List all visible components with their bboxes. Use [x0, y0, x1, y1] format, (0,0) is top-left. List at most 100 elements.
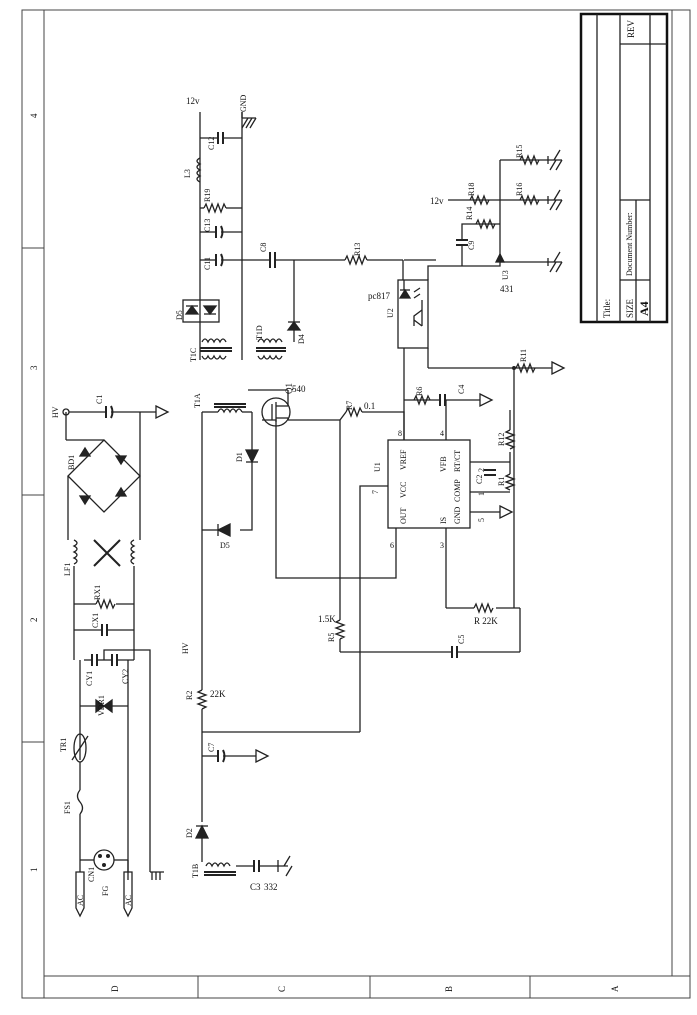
label-cy2: CY2	[121, 669, 130, 684]
page-border	[21, 9, 691, 999]
label-r12: R12	[497, 433, 506, 446]
row-number: 4	[29, 113, 39, 118]
size-value: A4	[637, 301, 651, 316]
label-c8: C8	[259, 243, 268, 252]
label-r13: R13	[353, 243, 362, 256]
label-c4: C4	[457, 385, 466, 394]
label-c11: C11	[203, 257, 212, 270]
label-lf1: LF1	[63, 563, 72, 576]
label-r2-value: 22K	[210, 689, 226, 699]
feedback-section	[397, 149, 563, 400]
row-number: 1	[29, 868, 39, 873]
net-ac-2: AC	[124, 895, 133, 906]
label-r7-value: 0.1	[364, 401, 375, 411]
title-block: Title: SIZE A4 Document Number: REV	[579, 12, 669, 324]
label-r11: R11	[519, 349, 528, 362]
label-d5-mid: D5	[220, 541, 230, 550]
label-tr1: TR1	[59, 738, 68, 752]
col-letters: D C B A	[110, 985, 620, 992]
pin-vref: VREF	[399, 449, 408, 470]
label-vdr1: VDR1	[97, 695, 106, 716]
label-rx1: RX1	[93, 585, 102, 600]
label-r1: R1	[497, 477, 506, 486]
label-d2: D2	[185, 828, 194, 838]
pin-gnd: GND	[453, 506, 462, 524]
net-12v: 12v	[186, 96, 200, 106]
pin-3: 3	[440, 541, 444, 550]
label-c3: C3	[250, 882, 261, 892]
label-r16: R16	[515, 183, 524, 196]
row-numbers: 4 3 2 1	[29, 113, 39, 872]
secondary-output-section	[182, 112, 404, 360]
pin-2: 2	[477, 468, 486, 472]
label-t1a: T1A	[193, 393, 202, 408]
label-r14: R14	[465, 207, 474, 220]
label-t1c: T1C	[189, 348, 198, 362]
pin-5: 5	[477, 518, 486, 522]
label-d4: D4	[297, 334, 306, 344]
col-letter: D	[110, 985, 120, 992]
label-q1: Q1	[284, 383, 294, 394]
label-fg: FG	[101, 886, 110, 896]
label-r22k: R 22K	[474, 616, 498, 626]
label-r5-value: 1.5K	[318, 614, 336, 624]
pin-vfb: VFB	[439, 456, 448, 472]
label-cx1: CX1	[91, 613, 100, 628]
label-c2: C2	[475, 475, 484, 484]
col-letter: C	[277, 986, 287, 992]
label-fs1: FS1	[63, 801, 72, 814]
label-u3: U3	[501, 270, 510, 280]
label-l3: L3	[183, 169, 192, 178]
pin-out: OUT	[399, 507, 408, 524]
label-r6: R6	[415, 387, 424, 396]
label-r15: R15	[515, 145, 524, 158]
label-cy1: CY1	[85, 671, 94, 686]
net-hv-2: HV	[181, 642, 190, 654]
label-c13: C13	[203, 219, 212, 232]
document-number-label: Document Number:	[625, 212, 634, 276]
label-431: 431	[500, 284, 514, 294]
pin-vcc: VCC	[399, 482, 408, 498]
pin-is: IS	[439, 517, 448, 524]
label-cn1: CN1	[87, 867, 96, 882]
label-r7: R7	[345, 401, 354, 410]
pin-4: 4	[440, 429, 444, 438]
label-d1: D1	[235, 452, 244, 462]
label-c9: C9	[467, 241, 476, 250]
pin-7: 7	[371, 490, 380, 494]
label-c7: C7	[207, 743, 216, 752]
net-12v-2: 12v	[430, 196, 444, 206]
net-gnd: GND	[239, 94, 248, 112]
label-c1: C1	[95, 395, 104, 404]
size-label: SIZE	[625, 299, 635, 319]
pin-8: 8	[398, 429, 402, 438]
input-filter-section	[62, 404, 170, 918]
label-q1-part: 540	[292, 384, 306, 394]
label-bd1: BD1	[67, 455, 76, 470]
title-label: Title:	[602, 299, 612, 318]
label-t1d: T1D	[255, 325, 264, 340]
label-r2: R2	[185, 691, 194, 700]
net-hv-1: HV	[51, 406, 60, 418]
label-u1: U1	[373, 462, 382, 472]
pin-1: 1	[477, 492, 486, 496]
label-c3-value: 332	[264, 882, 278, 892]
label-t1b: T1B	[191, 864, 200, 878]
label-r19: R19	[203, 189, 212, 202]
row-number: 2	[29, 618, 39, 623]
label-c5: C5	[457, 635, 466, 644]
label-pc817: pc817	[368, 291, 390, 301]
primary-section	[194, 360, 566, 877]
col-letter: A	[610, 985, 620, 992]
pin-rt: RT/CT	[453, 450, 462, 472]
label-u2: U2	[386, 308, 395, 318]
rev-label: REV	[626, 19, 636, 38]
pin-6: 6	[390, 541, 394, 550]
label-c12: C12	[207, 137, 216, 150]
col-letter: B	[444, 986, 454, 992]
label-r18: R18	[467, 183, 476, 196]
label-d5-top: D5	[175, 310, 184, 320]
pin-comp: COMP	[453, 479, 462, 502]
net-ac-1: AC	[76, 895, 85, 906]
